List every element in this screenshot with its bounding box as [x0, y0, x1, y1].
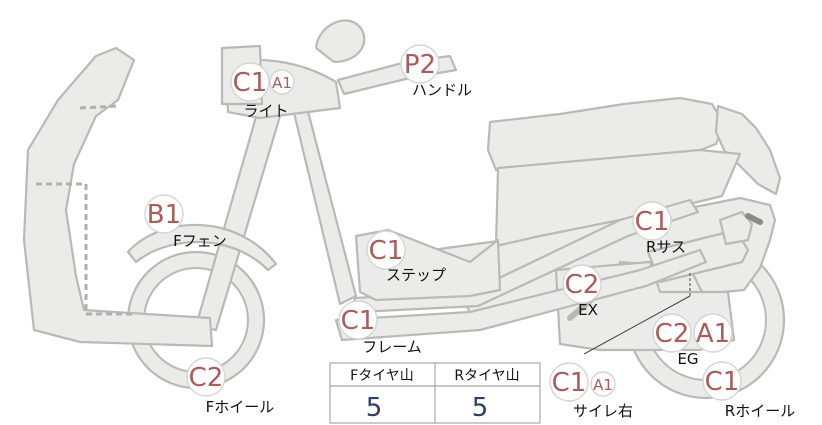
silencer-leader — [583, 295, 691, 355]
leg-shield — [22, 46, 214, 348]
marker-r-sus[interactable]: C1 Rサス — [632, 201, 686, 256]
marker-r-wheel-label: Rホイール — [725, 402, 795, 420]
marker-eg-code2: A1 — [696, 319, 730, 349]
marker-f-fender-label: Fフェン — [173, 232, 227, 250]
marker-light-sub: A1 — [272, 74, 292, 92]
marker-r-wheel-code: C1 — [705, 367, 740, 397]
tread-rear-header: Rタイヤ山 — [454, 368, 519, 384]
marker-silencer-code: C1 — [552, 368, 587, 398]
marker-ex[interactable]: C2 EX — [562, 264, 602, 319]
marker-step-label: ステップ — [386, 266, 446, 284]
marker-eg-label: EG — [677, 350, 698, 368]
marker-handle-code: P2 — [404, 50, 436, 80]
tread-table: Fタイヤ山 Rタイヤ山 5 5 — [329, 362, 541, 424]
marker-light[interactable]: C1 A1 ライト — [230, 62, 295, 120]
tread-front-header: Fタイヤ山 — [350, 368, 414, 384]
shield-seam-a — [79, 104, 119, 110]
marker-f-wheel-code: C2 — [189, 363, 224, 393]
seat — [486, 96, 726, 172]
marker-step[interactable]: C1 ステップ — [366, 230, 446, 284]
marker-r-sus-code: C1 — [635, 207, 670, 237]
marker-frame-code: C1 — [341, 306, 376, 336]
tread-front-value: 5 — [366, 393, 383, 423]
tail-fin — [714, 104, 782, 196]
shock-bolt — [745, 213, 763, 225]
frame-lower — [334, 248, 708, 342]
marker-f-fender[interactable]: B1 Fフェン — [144, 194, 227, 250]
marker-silencer[interactable]: C1 A1 サイレ右 — [549, 362, 633, 420]
frame-upper — [352, 198, 700, 314]
marker-ex-label: EX — [578, 301, 598, 319]
marker-silencer-sub: A1 — [593, 376, 613, 394]
marker-f-wheel[interactable]: C2 Fホイール — [186, 357, 275, 416]
marker-r-sus-label: Rサス — [646, 238, 686, 256]
marker-f-wheel-label: Fホイール — [206, 398, 275, 416]
marker-handle[interactable]: P2 ハンドル — [400, 44, 472, 99]
marker-light-code: C1 — [233, 68, 268, 98]
rear-shock-top — [718, 210, 754, 246]
marker-f-fender-code: B1 — [147, 200, 181, 230]
marker-silencer-label: サイレ右 — [573, 402, 633, 420]
marker-frame-label: フレーム — [362, 338, 422, 356]
marker-r-wheel[interactable]: C1 Rホイール — [702, 361, 795, 420]
mirror — [314, 19, 366, 64]
marker-ex-code: C2 — [565, 270, 600, 300]
marker-light-label: ライト — [243, 102, 288, 120]
marker-step-code: C1 — [369, 236, 404, 266]
marker-handle-label: ハンドル — [412, 81, 472, 99]
tread-rear-value: 5 — [472, 393, 489, 423]
marker-eg[interactable]: C2 A1 EG — [652, 313, 733, 368]
down-tube — [288, 94, 358, 306]
shield-seam-b — [36, 182, 132, 316]
marker-eg-code1: C2 — [655, 319, 690, 349]
marker-frame[interactable]: C1 フレーム — [338, 300, 422, 356]
